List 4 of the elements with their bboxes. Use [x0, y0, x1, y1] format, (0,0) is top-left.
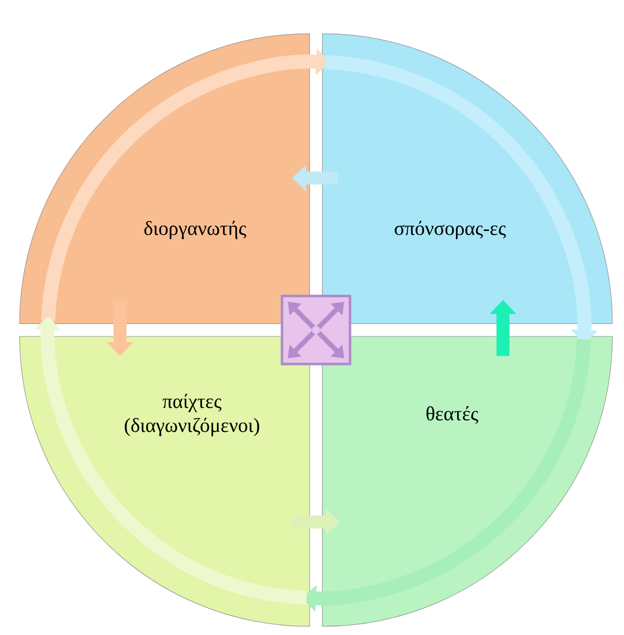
quadrant: θεατές	[322, 336, 613, 627]
quadrant: διοργανωτής	[19, 33, 310, 324]
quadrant: παίχτες (διαγωνιζόμενοι)	[19, 336, 310, 627]
quadrant: σπόνσορας-ες	[322, 33, 613, 324]
